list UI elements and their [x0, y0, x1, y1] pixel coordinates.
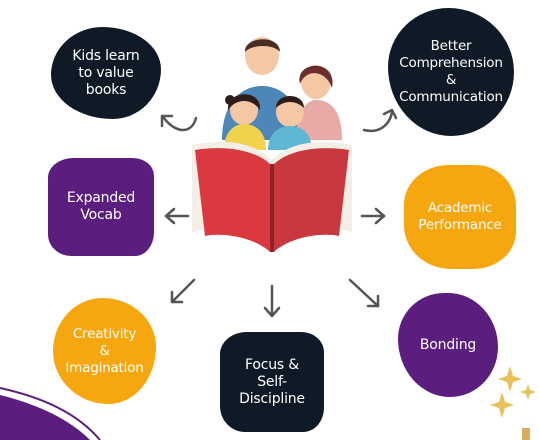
benefit-creativity: Creativity & Imagination	[53, 298, 156, 404]
sparkle-icon	[490, 366, 536, 418]
benefit-label: Kids learn to value books	[72, 47, 140, 98]
corner-swoosh	[0, 395, 90, 440]
connector-arrows	[160, 108, 398, 318]
benefit-comprehension: Better Comprehension & Communication	[388, 8, 514, 136]
open-book-icon	[192, 141, 352, 252]
arrow-to-creativity	[170, 278, 196, 304]
benefit-label: Better Comprehension & Communication	[399, 38, 503, 105]
arrow-to-bonding	[348, 278, 380, 308]
benefit-label: Expanded Vocab	[66, 190, 136, 223]
benefit-focus: Focus & Self- Discipline	[220, 332, 324, 432]
family-reading-illustration	[222, 37, 342, 150]
benefit-bonding: Bonding	[398, 293, 498, 397]
benefit-expanded-vocab: Expanded Vocab	[48, 158, 154, 256]
benefit-label: Focus & Self- Discipline	[239, 356, 305, 407]
arrow-to-better	[362, 110, 394, 133]
benefit-label: Academic Performance	[418, 200, 502, 233]
arrow-to-kids	[162, 116, 198, 132]
benefit-academic-performance: Academic Performance	[404, 165, 516, 269]
benefit-kids-value-books: Kids learn to value books	[51, 27, 161, 119]
benefit-label: Creativity & Imagination	[65, 325, 144, 376]
benefit-label: Bonding	[419, 336, 477, 353]
